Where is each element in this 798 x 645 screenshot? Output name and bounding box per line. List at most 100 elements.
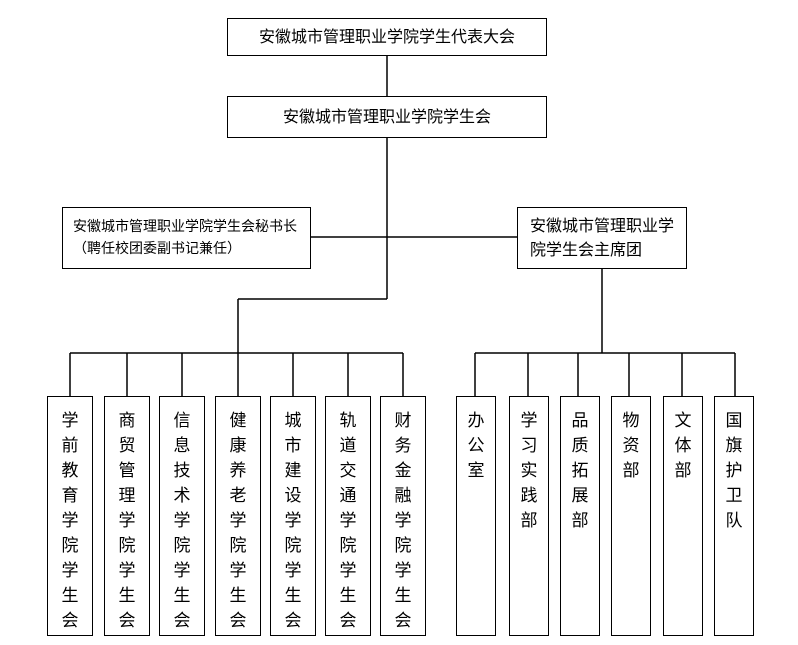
- vertical-char: 生: [394, 586, 412, 606]
- vertical-char: 务: [394, 436, 412, 456]
- vertical-char: 学: [61, 511, 79, 531]
- vertical-char: 生: [173, 586, 191, 606]
- vertical-char: 术: [173, 486, 191, 506]
- vertical-char: 院: [118, 536, 136, 556]
- vertical-char: 会: [61, 611, 79, 631]
- department-box: 国旗护卫队: [714, 396, 754, 636]
- vertical-char: 队: [725, 511, 743, 531]
- vertical-char: 学: [61, 411, 79, 431]
- college-union-box: 财务金融学院学生会: [380, 396, 426, 636]
- vertical-char: 部: [674, 461, 692, 481]
- vertical-char: 护: [725, 461, 743, 481]
- vertical-char: 生: [229, 586, 247, 606]
- department-box: 办公室: [456, 396, 496, 636]
- college-union-box: 商贸管理学院学生会: [104, 396, 150, 636]
- college-union-box: 学前教育学院学生会: [47, 396, 93, 636]
- vertical-char: 学: [118, 511, 136, 531]
- college-union-label: 轨道交通学院学生会: [340, 409, 357, 634]
- vertical-char: 资: [622, 436, 640, 456]
- student-union-box: 安徽城市管理职业学院学生会: [227, 96, 547, 138]
- vertical-char: 学: [229, 561, 247, 581]
- vertical-char: 通: [339, 486, 357, 506]
- vertical-char: 院: [173, 536, 191, 556]
- vertical-char: 部: [520, 511, 538, 531]
- vertical-char: 学: [284, 561, 302, 581]
- vertical-char: 实: [520, 461, 538, 481]
- vertical-char: 理: [118, 486, 136, 506]
- vertical-char: 会: [173, 611, 191, 631]
- vertical-char: 养: [229, 461, 247, 481]
- vertical-char: 会: [284, 611, 302, 631]
- vertical-char: 教: [61, 461, 79, 481]
- vertical-char: 会: [394, 611, 412, 631]
- student-union-label: 安徽城市管理职业学院学生会: [282, 107, 491, 127]
- vertical-char: 展: [571, 486, 589, 506]
- vertical-char: 融: [394, 486, 412, 506]
- vertical-char: 学: [394, 511, 412, 531]
- vertical-char: 商: [118, 411, 136, 431]
- department-box: 学习实践部: [509, 396, 549, 636]
- vertical-char: 道: [339, 436, 357, 456]
- vertical-char: 生: [339, 586, 357, 606]
- vertical-char: 国: [725, 411, 743, 431]
- college-union-label: 健康养老学院学生会: [230, 409, 247, 634]
- vertical-char: 体: [674, 436, 692, 456]
- vertical-char: 质: [571, 436, 589, 456]
- vertical-char: 设: [284, 486, 302, 506]
- vertical-char: 会: [339, 611, 357, 631]
- vertical-char: 贸: [118, 436, 136, 456]
- college-union-box: 信息技术学院学生会: [159, 396, 205, 636]
- vertical-char: 金: [394, 461, 412, 481]
- college-union-label: 城市建设学院学生会: [285, 409, 302, 634]
- department-label: 文体部: [675, 409, 692, 484]
- department-box: 文体部: [663, 396, 703, 636]
- department-label: 物资部: [623, 409, 640, 484]
- department-label: 国旗护卫队: [726, 409, 743, 534]
- vertical-char: 公: [467, 436, 485, 456]
- vertical-char: 旗: [725, 436, 743, 456]
- college-union-label: 学前教育学院学生会: [62, 409, 79, 634]
- department-label: 品质拓展部: [572, 409, 589, 534]
- vertical-char: 学: [173, 561, 191, 581]
- vertical-char: 品: [571, 411, 589, 431]
- vertical-char: 生: [118, 586, 136, 606]
- vertical-char: 会: [229, 611, 247, 631]
- vertical-char: 康: [229, 436, 247, 456]
- college-union-label: 财务金融学院学生会: [395, 409, 412, 634]
- college-union-label: 信息技术学院学生会: [174, 409, 191, 634]
- vertical-char: 物: [622, 411, 640, 431]
- vertical-char: 院: [61, 536, 79, 556]
- vertical-char: 育: [61, 486, 79, 506]
- vertical-char: 部: [571, 511, 589, 531]
- vertical-char: 生: [284, 586, 302, 606]
- student-congress-label: 安徽城市管理职业学院学生代表大会: [258, 27, 515, 47]
- vertical-char: 院: [229, 536, 247, 556]
- college-union-box: 健康养老学院学生会: [215, 396, 261, 636]
- vertical-char: 学: [339, 511, 357, 531]
- vertical-char: 技: [173, 461, 191, 481]
- vertical-char: 健: [229, 411, 247, 431]
- vertical-char: 学: [173, 511, 191, 531]
- vertical-char: 学: [118, 561, 136, 581]
- vertical-char: 办: [467, 411, 485, 431]
- vertical-char: 生: [61, 586, 79, 606]
- vertical-char: 财: [394, 411, 412, 431]
- vertical-char: 院: [339, 536, 357, 556]
- vertical-char: 信: [173, 411, 191, 431]
- presidium-label: 安徽城市管理职业学院学生会主席团: [530, 216, 675, 259]
- presidium-box: 安徽城市管理职业学院学生会主席团: [517, 207, 687, 269]
- vertical-char: 文: [674, 411, 692, 431]
- vertical-char: 前: [61, 436, 79, 456]
- vertical-char: 学: [520, 411, 538, 431]
- vertical-char: 会: [118, 611, 136, 631]
- vertical-char: 城: [284, 411, 302, 431]
- secretary-general-box: 安徽城市管理职业学院学生会秘书长（聘任校团委副书记兼任）: [62, 207, 311, 269]
- vertical-char: 交: [339, 461, 357, 481]
- vertical-char: 老: [229, 486, 247, 506]
- vertical-char: 院: [284, 536, 302, 556]
- vertical-char: 管: [118, 461, 136, 481]
- vertical-char: 学: [339, 561, 357, 581]
- vertical-char: 学: [394, 561, 412, 581]
- vertical-char: 市: [284, 436, 302, 456]
